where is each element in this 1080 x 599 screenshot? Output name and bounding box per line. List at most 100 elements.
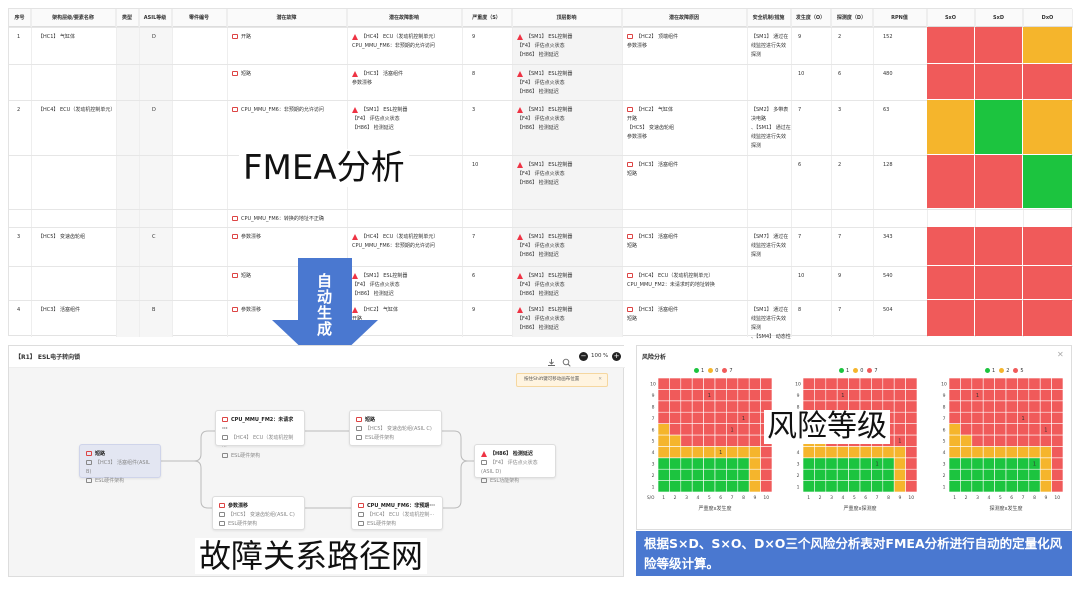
cell-line: 【SM1】 ESL控制器	[517, 33, 623, 42]
warning-icon	[517, 70, 523, 77]
cell-text: 【HC5】 变速齿轮组	[627, 125, 675, 131]
matrix-cell	[680, 446, 693, 459]
matrix-cell	[737, 400, 750, 413]
matrix-cell	[848, 377, 861, 390]
matrix-cell	[982, 411, 995, 424]
graph-node[interactable]: 短路 【HC3】 活塞组件(ASIL B) ESL硬件架构	[79, 444, 161, 484]
y-tick: 9	[943, 393, 946, 399]
cell-list: 【HC3】 活塞组件短路	[627, 306, 747, 324]
matrix-cell	[905, 377, 918, 390]
node-title-text: 【H86】 检测延迟	[490, 451, 533, 457]
tooltip-text: 按住Shift键可移动画布位置	[524, 377, 580, 382]
graph-node[interactable]: 短路 【HC5】 变速齿轮组(ASIL C) ESL硬件架构	[349, 410, 442, 446]
matrix-count: 1	[1022, 416, 1025, 422]
matrix-cell	[982, 468, 995, 481]
cell-line: 【SM7】 通过在	[751, 233, 793, 242]
matrix-count: 1	[898, 439, 901, 445]
graph-node[interactable]: 参数漂移 【HC5】 变速齿轮组(ASIL C) ESL硬件架构	[212, 496, 305, 530]
x-tick: 9	[1044, 495, 1047, 501]
cell-line: 线监控进行失效	[751, 42, 793, 51]
cell-text: 【SM1】 ESL控制器	[526, 273, 573, 279]
cell-list: 【HC2】 顶端组件参数漂移	[627, 33, 747, 51]
matrix-cell	[1051, 389, 1064, 402]
cell-text: 【SM1】 ESL控制器	[361, 273, 408, 279]
graph-node[interactable]: CPU_MMU_FM6：非预期··· 【HC4】 ECU（发动机控制··· ES…	[351, 496, 443, 530]
matrix-cell	[657, 468, 670, 481]
y-tick: 4	[797, 450, 800, 456]
matrix-cell	[994, 389, 1007, 402]
matrix-cell	[871, 389, 884, 402]
matrix-cell	[825, 377, 838, 390]
table-header-0: 序号	[9, 9, 31, 27]
cell-text: CPU_MMU_FM6：非预期的允许访问	[352, 43, 435, 49]
matrix-cell	[726, 400, 739, 413]
cell-text: 参数漂移	[627, 134, 648, 140]
table-header-11: 发生度（O）	[791, 9, 831, 27]
graph-node[interactable]: CPU_MMU_FM2：未请求··· 【HC4】 ECU（发动机控制··· ES…	[215, 410, 305, 459]
cell-text: 【SM1】 通过在	[751, 34, 789, 40]
matrix-cell	[825, 457, 838, 470]
x-axis-label: 严重度x发生度	[699, 505, 732, 512]
matrix-cell	[714, 434, 727, 447]
cell-text: 探测	[751, 325, 762, 331]
close-icon[interactable]: ✕	[1057, 350, 1064, 359]
cell-line: 【H86】 检测延迟	[352, 290, 464, 299]
warning-icon	[517, 106, 523, 113]
node-element-text: 【HC4】 ECU（发动机控制···	[222, 435, 294, 450]
element-icon	[358, 512, 364, 517]
grid-line	[791, 9, 792, 337]
risk-color-cell	[975, 100, 1022, 154]
graph-node[interactable]: 【H86】 检测延迟 【F4】 评估点火状态(ASIL D) ESL功能架构	[474, 444, 556, 484]
node-element: 【F4】 评估点火状态(ASIL D)	[481, 459, 549, 477]
risk-color-cell	[975, 64, 1022, 99]
fault-graph-panel[interactable]: 【R1】 ESL电子转向锁 − 100 % + 按住Shift键可移动画布位置 …	[8, 345, 625, 577]
x-tick: 8	[742, 495, 745, 501]
matrix-cell	[848, 389, 861, 402]
matrix-cell	[669, 446, 682, 459]
matrix-cell	[871, 377, 884, 390]
matrix-cell	[669, 480, 682, 493]
close-icon[interactable]: ✕	[598, 377, 602, 382]
matrix-count: 1	[742, 416, 745, 422]
matrix-cell	[960, 389, 973, 402]
matrix-cell	[825, 480, 838, 493]
warning-icon	[352, 70, 358, 77]
x-tick: 10	[763, 495, 769, 501]
x-tick: 9	[898, 495, 901, 501]
y-tick: 1	[797, 484, 800, 490]
cell-line: 【H86】 检测延迟	[517, 124, 623, 133]
matrix-cell	[737, 423, 750, 436]
matrix-cell	[802, 457, 815, 470]
cell-line: 【H86】 检测延迟	[517, 51, 623, 60]
grid-line	[9, 300, 1073, 301]
legend-dot	[1013, 368, 1019, 373]
download-icon[interactable]	[547, 352, 556, 366]
matrix-cell	[1005, 480, 1018, 493]
search-icon[interactable]	[562, 352, 571, 367]
risk-title: 风险分析	[642, 354, 667, 361]
warning-icon	[627, 307, 633, 312]
shade-col	[512, 100, 622, 155]
risk-color-cell	[975, 27, 1022, 63]
cell-line: 【HC4】 ECU（发动机控制单元）	[352, 33, 464, 42]
risk-color-cell	[975, 300, 1022, 336]
matrix-cell	[1028, 423, 1041, 436]
matrix-cell	[994, 468, 1007, 481]
risk-matrix-2: 11111122334455667788991010严重度x探测度	[795, 377, 918, 512]
cell-text: 【SM1】 ESL控制器	[526, 107, 573, 113]
matrix-cell	[960, 434, 973, 447]
shade-col	[512, 155, 622, 209]
matrix-cell	[714, 480, 727, 493]
table-header-5: 潜在故障	[227, 9, 347, 27]
zoom-in-button[interactable]: +	[612, 352, 621, 361]
cell-list: 【SM1】 ESL控制器【F4】 评估点火状态【H86】 检测延迟	[517, 33, 623, 60]
x-tick: 1	[953, 495, 956, 501]
y-tick: 7	[652, 416, 655, 422]
x-tick: 7	[1022, 495, 1025, 501]
warning-icon	[352, 272, 358, 279]
grid-line	[622, 9, 623, 337]
zoom-out-button[interactable]: −	[579, 352, 588, 361]
failure-icon	[232, 34, 238, 39]
matrix-cell	[1039, 389, 1052, 402]
